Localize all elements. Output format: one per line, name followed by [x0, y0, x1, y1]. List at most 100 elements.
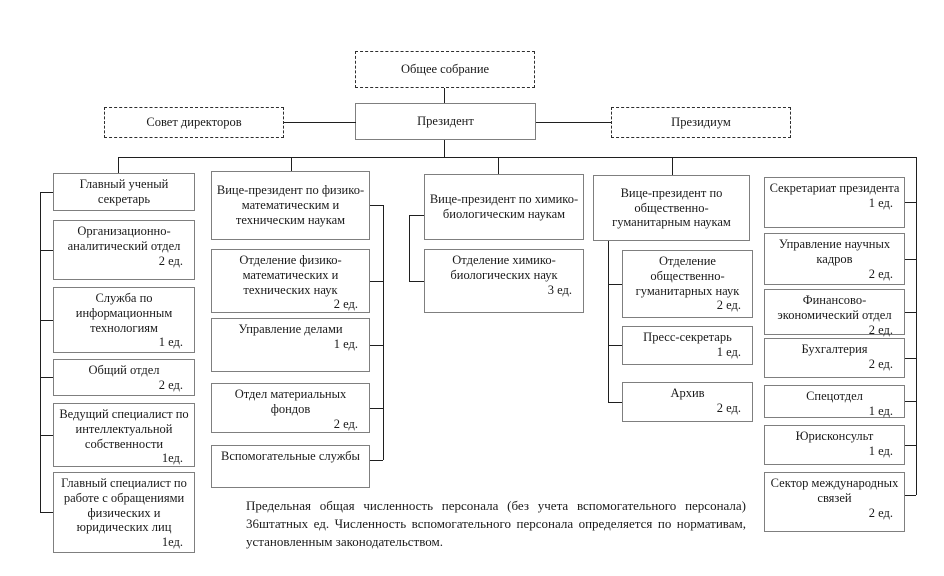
box-general-dept: Общий отдел 2 ед. [53, 359, 195, 396]
box-title: Общее собрание [400, 62, 490, 77]
box-it-service: Служба по информационным технологиям 1 е… [53, 287, 195, 353]
box-intl-relations-sector: Сектор международных связей 2 ед. [764, 472, 905, 532]
connector-line [608, 345, 622, 346]
connector-line [444, 88, 445, 103]
box-title: Пресс-секретарь [643, 330, 732, 344]
box-count: 2 ед. [868, 322, 893, 337]
connector-line [370, 205, 383, 206]
box-vp-social-humanities: Вице-президент по общественно-гуманитарн… [593, 175, 750, 241]
box-title: Бухгалтерия [801, 342, 868, 356]
box-title: Служба по информационным технологиям [75, 291, 173, 335]
box-special-dept: Спецотдел 1 ед. [764, 385, 905, 418]
box-count: 2 ед. [716, 298, 741, 313]
box-title: Президент [417, 114, 474, 129]
connector-line [905, 401, 916, 402]
connector-line [118, 157, 917, 158]
box-count: 2 ед. [333, 416, 358, 431]
box-support-services: Вспомогательные службы [211, 445, 370, 488]
box-science-hr-dept: Управление научных кадров 2 ед. [764, 233, 905, 285]
connector-line [284, 122, 356, 123]
box-title: Юрисконсульт [795, 429, 874, 443]
box-count: 2 ед. [868, 505, 893, 520]
box-title: Общий отдел [88, 363, 160, 377]
box-count: 1 ед. [868, 403, 893, 418]
box-count: 2 ед. [333, 297, 358, 312]
connector-line [291, 157, 292, 171]
box-president-secretariat: Секретариат президента 1 ед. [764, 177, 905, 228]
box-citizens-appeals-specialist: Главный специалист по работе с обращения… [53, 472, 195, 553]
box-vp-chem-bio: Вице-президент по химико-биологическим н… [424, 174, 584, 240]
box-count: 1ед. [161, 451, 183, 466]
box-board-of-directors: Совет директоров [104, 107, 284, 138]
connector-line [608, 402, 622, 403]
connector-line [536, 122, 611, 123]
connector-line [370, 281, 383, 282]
connector-line [905, 495, 916, 496]
box-title: Архив [670, 386, 705, 400]
connector-line [672, 157, 673, 175]
box-press-secretary: Пресс-секретарь 1 ед. [622, 326, 753, 365]
box-count: 1 ед. [716, 344, 741, 359]
box-accounting: Бухгалтерия 2 ед. [764, 338, 905, 378]
box-presidium: Президиум [611, 107, 791, 138]
box-material-funds-dept: Отдел материальных фондов 2 ед. [211, 383, 370, 433]
box-count: 2 ед. [868, 266, 893, 281]
connector-line [409, 215, 424, 216]
box-title: Спецотдел [806, 389, 863, 403]
box-dept-social-humanities: Отделение общественно-гуманитарных наук … [622, 250, 753, 318]
box-ip-specialist: Ведущий специалист по интеллектуальной с… [53, 403, 195, 467]
box-title: Финансово-экономический отдел [777, 293, 892, 322]
connector-line [916, 157, 917, 495]
box-title: Вице-президент по физико-математическим … [216, 183, 365, 227]
connector-line [409, 281, 424, 282]
connector-line [370, 408, 383, 409]
connector-line [40, 377, 53, 378]
box-count: 2 ед. [716, 400, 741, 415]
box-title: Организационно-аналитический отдел [67, 224, 181, 253]
box-legal-counsel: Юрисконсульт 1 ед. [764, 425, 905, 465]
box-title: Главный ученый секретарь [79, 177, 169, 206]
box-vp-phys-math: Вице-президент по физико-математическим … [211, 171, 370, 240]
box-title: Сектор международных связей [770, 476, 899, 505]
connector-line [444, 140, 445, 157]
box-count: 2 ед. [158, 377, 183, 392]
box-count: 1 ед. [868, 195, 893, 210]
box-org-analytical-dept: Организационно-аналитический отдел 2 ед. [53, 220, 195, 280]
connector-line [370, 345, 383, 346]
box-finance-economic-dept: Финансово-экономический отдел 2 ед. [764, 289, 905, 337]
box-title: Отделение общественно-гуманитарных наук [635, 254, 740, 298]
box-title: Вспомогательные службы [221, 449, 360, 463]
connector-line [383, 205, 384, 460]
box-title: Управление делами [238, 322, 343, 336]
footnote: Предельная общая численность персонала (… [246, 498, 746, 550]
connector-line [905, 358, 916, 359]
box-title: Совет директоров [146, 115, 242, 130]
connector-line [40, 192, 53, 193]
connector-line [409, 215, 410, 281]
box-title: Президиум [671, 115, 731, 130]
box-count: 1ед. [161, 535, 183, 549]
box-title: Отделение химико-биологических наук [450, 253, 558, 282]
box-dept-phys-math: Отделение физико-математических и технич… [211, 249, 370, 313]
box-count: 1 ед. [868, 443, 893, 458]
box-count: 2 ед. [868, 356, 893, 371]
box-chief-scientific-secretary: Главный ученый секретарь [53, 173, 195, 211]
box-president: Президент [355, 103, 536, 140]
box-count: 1 ед. [158, 335, 183, 350]
connector-line [608, 284, 622, 285]
connector-line [498, 157, 499, 174]
box-title: Вице-президент по химико-биологическим н… [429, 192, 579, 221]
connector-line [608, 241, 609, 402]
box-general-assembly: Общее собрание [355, 51, 535, 88]
connector-line [118, 157, 119, 173]
connector-line [370, 460, 383, 461]
box-admin-office: Управление делами 1 ед. [211, 318, 370, 372]
connector-line [905, 259, 916, 260]
connector-line [905, 445, 916, 446]
connector-line [40, 250, 53, 251]
box-count: 3 ед. [547, 282, 572, 297]
connector-line [905, 202, 916, 203]
connector-line [905, 312, 916, 313]
connector-line [40, 320, 53, 321]
